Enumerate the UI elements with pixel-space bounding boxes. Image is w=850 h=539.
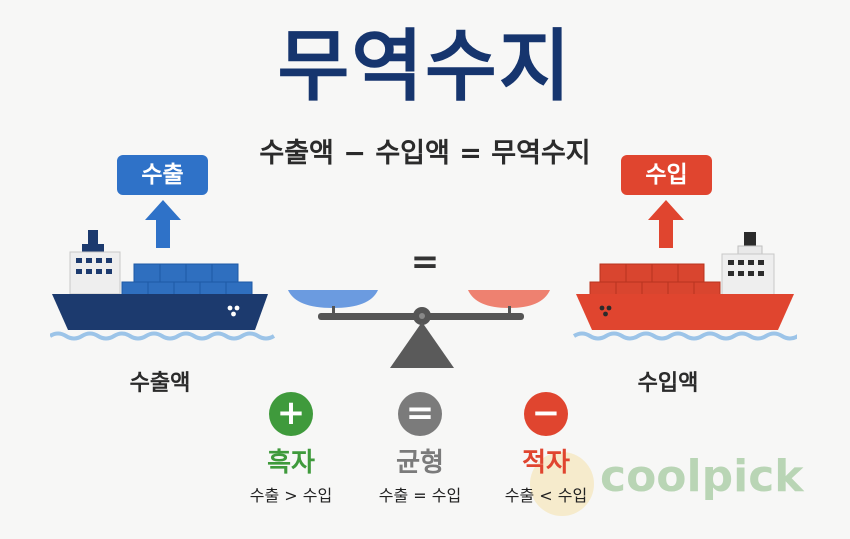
import-cargo-ship-icon <box>572 232 797 341</box>
deficit-condition: 수출 < 수입 <box>504 486 588 505</box>
import-amount-label: 수입액 <box>637 371 699 396</box>
export-tag: 수출 <box>117 155 208 195</box>
surplus-condition: 수출 > 수입 <box>249 486 333 505</box>
formula-text: 수출액 − 수입액 = 무역수지 <box>259 138 591 169</box>
export-amount-label: 수출액 <box>129 371 191 396</box>
watermark-logo-circle <box>530 452 594 516</box>
export-cargo-ship-icon <box>50 230 275 341</box>
surplus-title: 흑자 <box>267 448 315 478</box>
balance-equals-sign: = <box>410 242 440 282</box>
deficit-minus-icon: − <box>524 392 568 436</box>
balance-condition: 수출 = 수입 <box>378 486 462 505</box>
balance-title: 균형 <box>396 448 444 478</box>
surplus-plus-icon: + <box>269 392 313 436</box>
balance-scale-icon <box>288 290 550 368</box>
balance-equals-icon: = <box>398 392 442 436</box>
deficit-title: 적자 <box>522 448 570 478</box>
watermark-text: coolpick <box>600 451 804 502</box>
page-title: 무역수지 <box>277 22 573 112</box>
import-up-arrow-icon <box>648 200 684 248</box>
import-tag: 수입 <box>621 155 712 195</box>
export-up-arrow-icon <box>145 200 181 248</box>
